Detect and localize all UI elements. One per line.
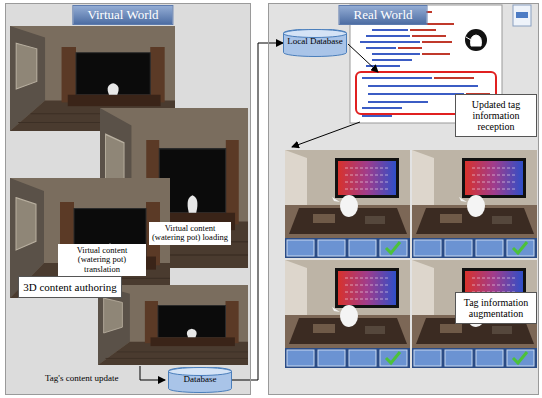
leader-arrow <box>140 366 165 380</box>
pot-icon-shape <box>466 35 481 46</box>
step-box: 3D content authoring <box>18 276 122 298</box>
panel-ground <box>5 3 251 395</box>
node-text: Tag information augmentation <box>460 297 532 319</box>
leader-arrow <box>292 122 360 147</box>
ar-screenshot <box>285 260 410 368</box>
node-text: Virtual content (watering pot) loading <box>152 224 228 243</box>
leader-arrow <box>348 44 378 72</box>
panel-heading: Virtual World <box>72 5 173 25</box>
step-box: Updated tag information reception <box>455 94 537 137</box>
database-cylinder: Local Database <box>283 29 347 57</box>
ar-screenshot <box>412 150 537 258</box>
node-text: Updated tag information reception <box>460 99 532 132</box>
node-text: Database <box>170 375 230 385</box>
node-text: Virtual content (watering pot) translati… <box>61 246 143 274</box>
file-icon-mark <box>516 12 528 18</box>
ar-screenshot <box>285 150 410 258</box>
step-box: Tag information augmentation <box>455 292 537 324</box>
flow-connector <box>232 43 283 380</box>
pot-icon <box>465 29 487 51</box>
flow-label: Tag's content update <box>45 373 118 383</box>
ar-screenshot <box>412 260 537 368</box>
world-panel: Real WorldLocal DatabaseUpdated tag info… <box>268 3 539 395</box>
cylinder-body <box>169 367 232 393</box>
step-label: Virtual content (watering pot) translati… <box>58 244 146 276</box>
screenshot <box>10 178 170 298</box>
world-panel: Virtual WorldVirtual content (watering p… <box>5 3 251 395</box>
node-text: Local Database <box>285 37 345 47</box>
panel-ground <box>268 3 539 395</box>
node-text: 3D content authoring <box>23 281 117 293</box>
file-icon <box>513 5 531 26</box>
panel-heading: Real World <box>338 5 427 25</box>
database-cylinder: Database <box>168 367 232 393</box>
cylinder-body <box>284 29 347 57</box>
step-label: Virtual content (watering pot) loading <box>149 222 231 245</box>
